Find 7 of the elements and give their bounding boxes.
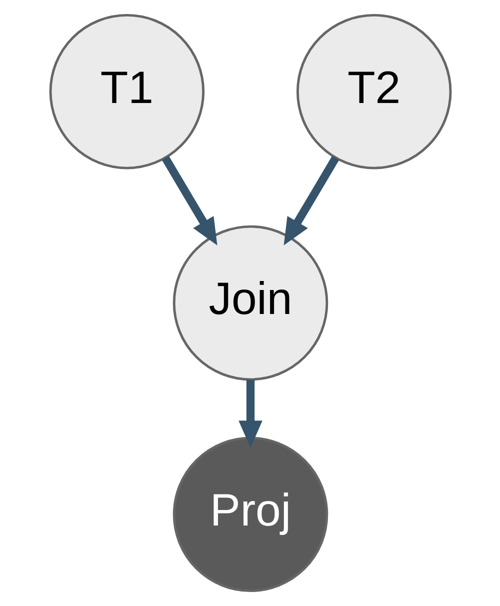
arrow xyxy=(238,380,262,448)
node-circle: Join xyxy=(172,225,328,381)
arrow xyxy=(283,156,339,246)
node-circle: T2 xyxy=(296,14,452,170)
node-circle: T1 xyxy=(48,14,204,170)
arrow xyxy=(161,156,217,246)
node-circle: Proj xyxy=(172,436,328,592)
